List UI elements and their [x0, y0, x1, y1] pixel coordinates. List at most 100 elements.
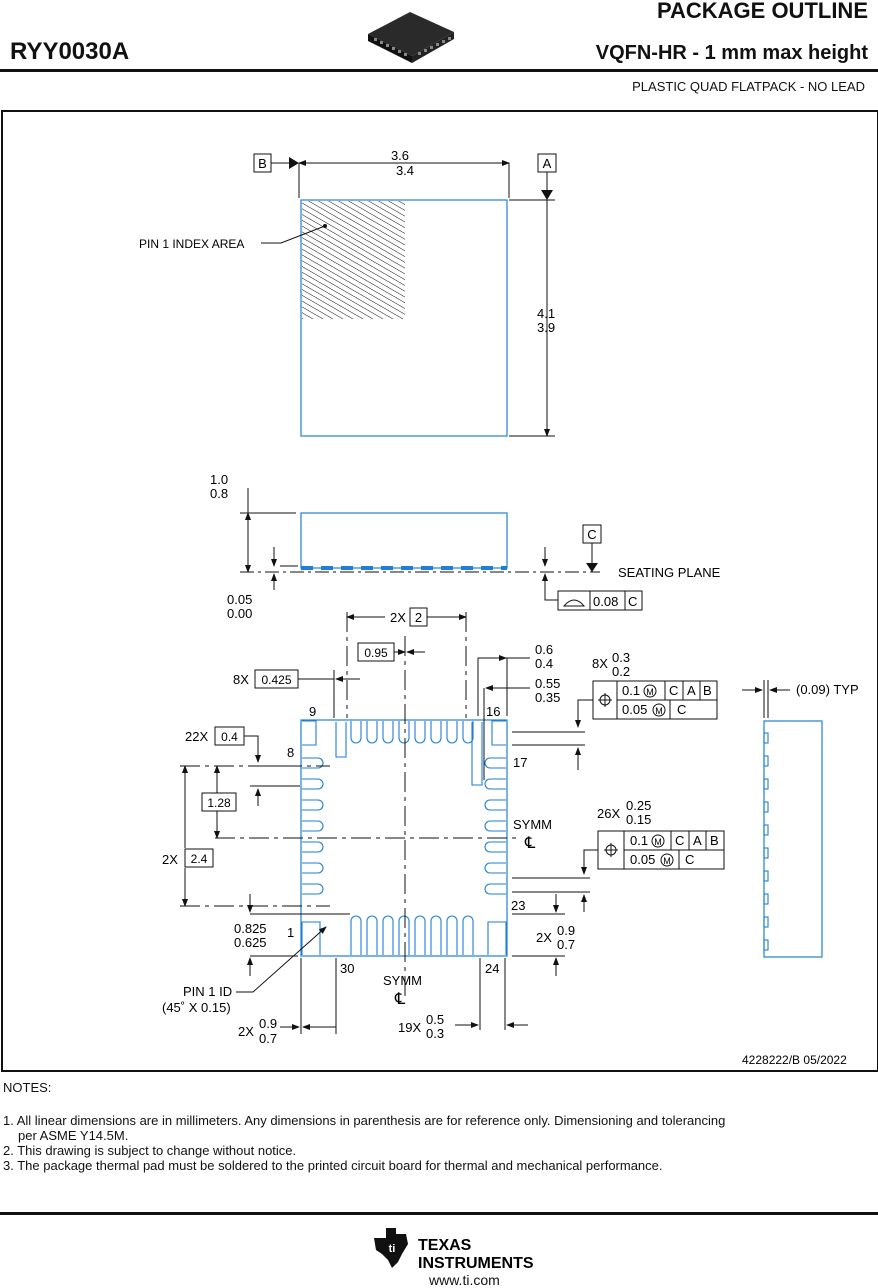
ti-map-icon: ti TEXAS INSTRUMENTS — [374, 1228, 534, 1272]
end-pad — [763, 893, 769, 905]
end-pad — [763, 916, 769, 928]
pad — [491, 720, 506, 746]
svg-text:M: M — [654, 837, 662, 847]
pad — [398, 915, 410, 955]
document-reference: 4228222/B 05/2022 — [742, 1053, 847, 1067]
pin-9: 9 — [309, 704, 316, 719]
brand-line-2: INSTRUMENTS — [418, 1255, 534, 1270]
pad — [382, 915, 394, 955]
pin-1: 1 — [287, 925, 294, 940]
pad — [484, 757, 506, 769]
pad — [382, 721, 394, 744]
pad — [484, 799, 506, 811]
dim-0-4: 0.4 — [535, 656, 553, 671]
count-26x: 26X — [597, 806, 620, 821]
pad — [335, 722, 347, 758]
svg-text:M: M — [655, 706, 663, 716]
note-2: 2. This drawing is subject to change wit… — [3, 1143, 297, 1158]
pad — [462, 915, 474, 955]
ti-url-link[interactable]: www.ti.com — [429, 1272, 500, 1288]
pin1-index-area — [302, 201, 405, 319]
count-2x: 2X — [162, 852, 178, 867]
pin1-chamfer-label: (45˚ X 0.15) — [162, 1000, 231, 1015]
thickness-min: 0.8 — [210, 486, 228, 501]
width-0-3: 0.3 — [612, 650, 630, 665]
note-1: 1. All linear dimensions are in millimet… — [3, 1113, 726, 1128]
dim-0-7: 0.7 — [557, 937, 575, 952]
count-19x: 19X — [398, 1020, 421, 1035]
note-3: 3. The package thermal pad must be solde… — [3, 1158, 663, 1173]
end-view: (0.09) TYP — [742, 680, 859, 958]
pitch-2x-value: 2 — [415, 610, 422, 625]
dim-0-9: 0.9 — [557, 923, 575, 938]
end-pad — [763, 939, 769, 951]
end-pad — [763, 870, 769, 882]
end-pad — [763, 824, 769, 836]
dim-2-4: 2.4 — [191, 852, 208, 866]
footer-rule — [0, 1212, 878, 1215]
bottom-view: 2X 2 0.95 0.6 0.4 0.55 0.35 8X 0.425 8X … — [160, 607, 725, 1046]
package-type: VQFN-HR - 1 mm max height — [595, 42, 868, 64]
fcf2-tolerance: 0.1 — [630, 833, 648, 848]
page-title: PACKAGE OUTLINE — [656, 0, 868, 23]
width-0-2: 0.2 — [612, 664, 630, 679]
end-pad — [763, 847, 769, 859]
width-max: 3.6 — [391, 148, 409, 163]
dim-0-825: 0.825 — [234, 921, 267, 936]
svg-text:ti: ti — [389, 1243, 396, 1255]
pad — [484, 883, 506, 895]
pitch-2x-prefix: 2X — [390, 610, 406, 625]
end-pad — [763, 801, 769, 813]
datum-c-label: C — [587, 527, 596, 542]
end-pad — [763, 755, 769, 767]
dim-0-7b: 0.7 — [259, 1031, 277, 1046]
pad — [414, 721, 426, 744]
pad — [302, 757, 324, 769]
fcf2-datum-c-2: C — [685, 852, 694, 867]
centerline-symbol-1: ℄ — [524, 835, 536, 852]
end-pad — [763, 732, 769, 744]
side-view: 1.0 0.8 0.05 0.00 0.08 C C SEATING PLANE — [210, 472, 721, 621]
fcf1-datum-c: C — [669, 683, 678, 698]
flatness-datum: C — [628, 594, 637, 609]
pad — [484, 841, 506, 853]
top-view: B 3.6 3.4 A 4.1 3.9 PIN 1 INDEX AREA — [139, 148, 557, 437]
pin-17: 17 — [513, 755, 527, 770]
dim-0-625: 0.625 — [234, 935, 267, 950]
dim-0-55: 0.55 — [535, 676, 560, 691]
fcf2-tolerance-2: 0.05 — [630, 852, 655, 867]
datum-a-label: A — [543, 156, 552, 171]
seating-plane-label: SEATING PLANE — [618, 565, 721, 580]
standoff-max: 0.05 — [227, 592, 252, 607]
pin1-id-label: PIN 1 ID — [183, 984, 232, 999]
pad — [350, 721, 362, 744]
count-2x-b: 2X — [536, 930, 552, 945]
fcf2-datum-a: A — [693, 833, 702, 848]
pad — [462, 721, 474, 744]
pad — [302, 862, 324, 874]
dim-0-5: 0.5 — [426, 1012, 444, 1027]
pad — [414, 915, 426, 955]
notes-heading: NOTES: — [3, 1080, 52, 1095]
count-2x-c: 2X — [238, 1024, 254, 1039]
package-description: PLASTIC QUAD FLATPACK - NO LEAD — [632, 79, 865, 94]
svg-text:M: M — [646, 687, 654, 697]
pad — [302, 841, 324, 853]
pad — [301, 921, 321, 955]
svg-text:M: M — [663, 856, 671, 866]
symm-label-2: SYMM — [383, 973, 422, 988]
count-8x: 8X — [233, 672, 249, 687]
pin-16: 16 — [486, 704, 500, 719]
width-0-15: 0.15 — [626, 812, 651, 827]
dim-1-28: 1.28 — [207, 796, 231, 810]
fcf1-tolerance: 0.1 — [622, 683, 640, 698]
dim-0-9b: 0.9 — [259, 1016, 277, 1031]
typ-dimension: (0.09) TYP — [796, 682, 859, 697]
pad — [484, 778, 506, 790]
dim-0-4b: 0.4 — [221, 730, 238, 744]
height-max: 4.1 — [537, 306, 555, 321]
brand-line-1: TEXAS — [418, 1237, 472, 1254]
pad — [302, 778, 324, 790]
pad — [302, 820, 324, 832]
end-pad — [763, 778, 769, 790]
